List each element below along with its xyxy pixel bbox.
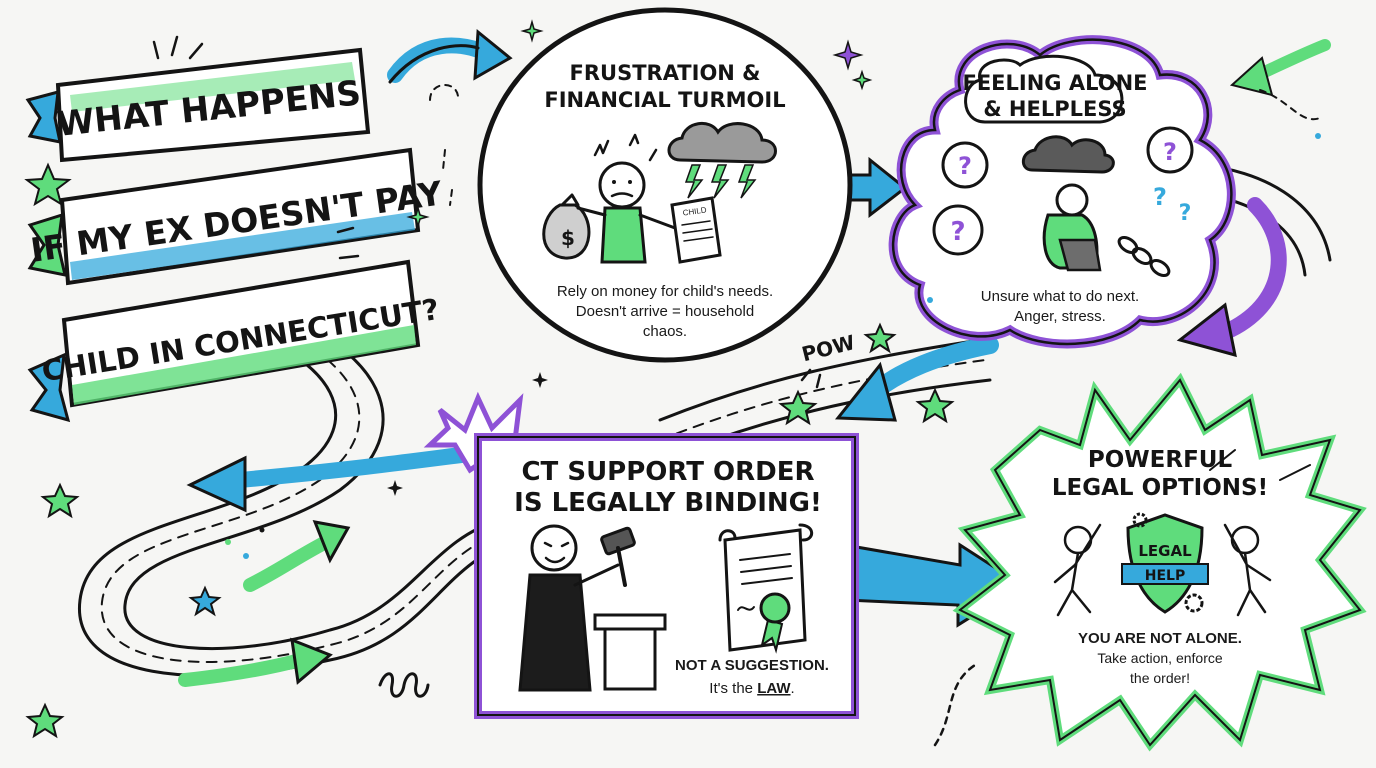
broken-chain-icon xyxy=(1117,235,1171,278)
alone-title-2: & HELPLESS xyxy=(983,97,1126,121)
star-icon xyxy=(40,482,80,519)
question-mark-icon: ? xyxy=(1179,201,1192,226)
options-panel: POWERFUL LEGAL OPTIONS! LEGAL HELP YOU A… xyxy=(952,372,1367,752)
order-title-2: IS LEGALLY BINDING! xyxy=(514,488,822,518)
star-icon xyxy=(387,480,403,496)
order-body-1: NOT A SUGGESTION. xyxy=(675,657,829,674)
star-icon xyxy=(778,389,818,426)
scroll-icon xyxy=(718,523,814,652)
stressed-person xyxy=(576,133,677,264)
order-panel: CT SUPPORT ORDER IS LEGALLY BINDING! NOT… xyxy=(474,433,859,719)
shield-icon: LEGAL HELP xyxy=(1121,513,1209,614)
star-icon xyxy=(520,19,544,43)
frustration-title-2: FINANCIAL TURMOIL xyxy=(544,88,785,112)
svg-text:?: ? xyxy=(1163,138,1177,166)
alone-body-2: Anger, stress. xyxy=(1014,308,1106,325)
sad-person-sitting xyxy=(1042,183,1102,272)
podium xyxy=(593,613,667,691)
alone-title-1: FEELING ALONE xyxy=(962,71,1147,95)
frustration-body-2: Doesn't arrive = household xyxy=(576,303,754,320)
question-mark-icon: ? xyxy=(932,204,984,256)
star-icon xyxy=(24,162,72,207)
question-mark-icon: ? xyxy=(1153,183,1167,211)
order-body-2: It's the LAW. xyxy=(709,680,794,697)
star-icon xyxy=(532,372,548,388)
frustration-body-3: chaos. xyxy=(643,323,687,340)
arrow-icon xyxy=(834,336,999,422)
star-icon xyxy=(915,387,955,424)
star-icon xyxy=(406,205,430,229)
pow-label: POW xyxy=(799,330,857,366)
arrow-icon xyxy=(387,29,513,84)
gear-icon xyxy=(1132,512,1148,528)
frustration-panel: FRUSTRATION & FINANCIAL TURMOIL $ CHILD xyxy=(477,7,853,363)
gear-icon xyxy=(1184,593,1204,613)
law-emphasis: LAW xyxy=(757,680,791,697)
ribbon-seal-icon xyxy=(759,592,791,654)
frustration-title-1: FRUSTRATION & xyxy=(570,61,761,85)
storm-cloud-icon xyxy=(1021,135,1115,174)
options-title-1: POWERFUL xyxy=(1088,447,1233,473)
title-banner: WHAT HAPPENS IF MY EX DOESN'T PAY CHILD … xyxy=(25,47,446,423)
money-bag-icon: $ xyxy=(542,193,591,260)
options-body-3: the order! xyxy=(1130,670,1190,686)
question-mark-icon: ? xyxy=(1146,126,1194,174)
cheering-person-right xyxy=(1223,523,1272,617)
judge-figure xyxy=(518,524,620,692)
arrow-icon xyxy=(243,520,351,592)
shield-text-1: LEGAL xyxy=(1138,542,1192,560)
bill-paper-icon: CHILD xyxy=(670,196,722,264)
banner-ribbon-2: IF MY EX DOESN'T PAY xyxy=(27,147,446,286)
svg-text:$: $ xyxy=(561,226,575,250)
order-title-1: CT SUPPORT ORDER xyxy=(521,457,814,487)
star-icon xyxy=(863,322,897,354)
star-icon xyxy=(832,39,864,71)
banner-ribbon-1: WHAT HAPPENS xyxy=(25,47,371,163)
star-icon xyxy=(188,585,222,617)
star-icon xyxy=(25,702,65,739)
arrow-icon xyxy=(1176,197,1287,358)
options-body-1: YOU ARE NOT ALONE. xyxy=(1078,630,1242,647)
question-mark-icon: ? xyxy=(941,141,989,189)
frustration-body-1: Rely on money for child's needs. xyxy=(557,283,773,300)
pow-burst: POW xyxy=(799,330,857,389)
decorations xyxy=(24,19,1321,747)
star-icon xyxy=(851,69,873,91)
alone-body-1: Unsure what to do next. xyxy=(981,288,1139,305)
banner-ribbon-3: CHILD IN CONNECTICUT? xyxy=(27,259,441,423)
arrow-icon xyxy=(186,444,493,513)
paper-label: CHILD xyxy=(682,205,707,217)
arrow-icon xyxy=(178,637,333,687)
shield-text-2: HELP xyxy=(1145,568,1185,584)
cheering-person-left xyxy=(1053,523,1102,617)
svg-text:?: ? xyxy=(950,217,965,247)
options-body-2: Take action, enforce xyxy=(1097,650,1223,666)
svg-text:?: ? xyxy=(958,152,972,180)
storm-cloud-icon xyxy=(667,122,777,199)
arrow-icon xyxy=(1229,39,1331,97)
options-title-2: LEGAL OPTIONS! xyxy=(1052,475,1268,501)
alone-panel: FEELING ALONE & HELPLESS ? ? ? ? ? xyxy=(888,35,1236,349)
gavel-icon xyxy=(600,526,636,587)
